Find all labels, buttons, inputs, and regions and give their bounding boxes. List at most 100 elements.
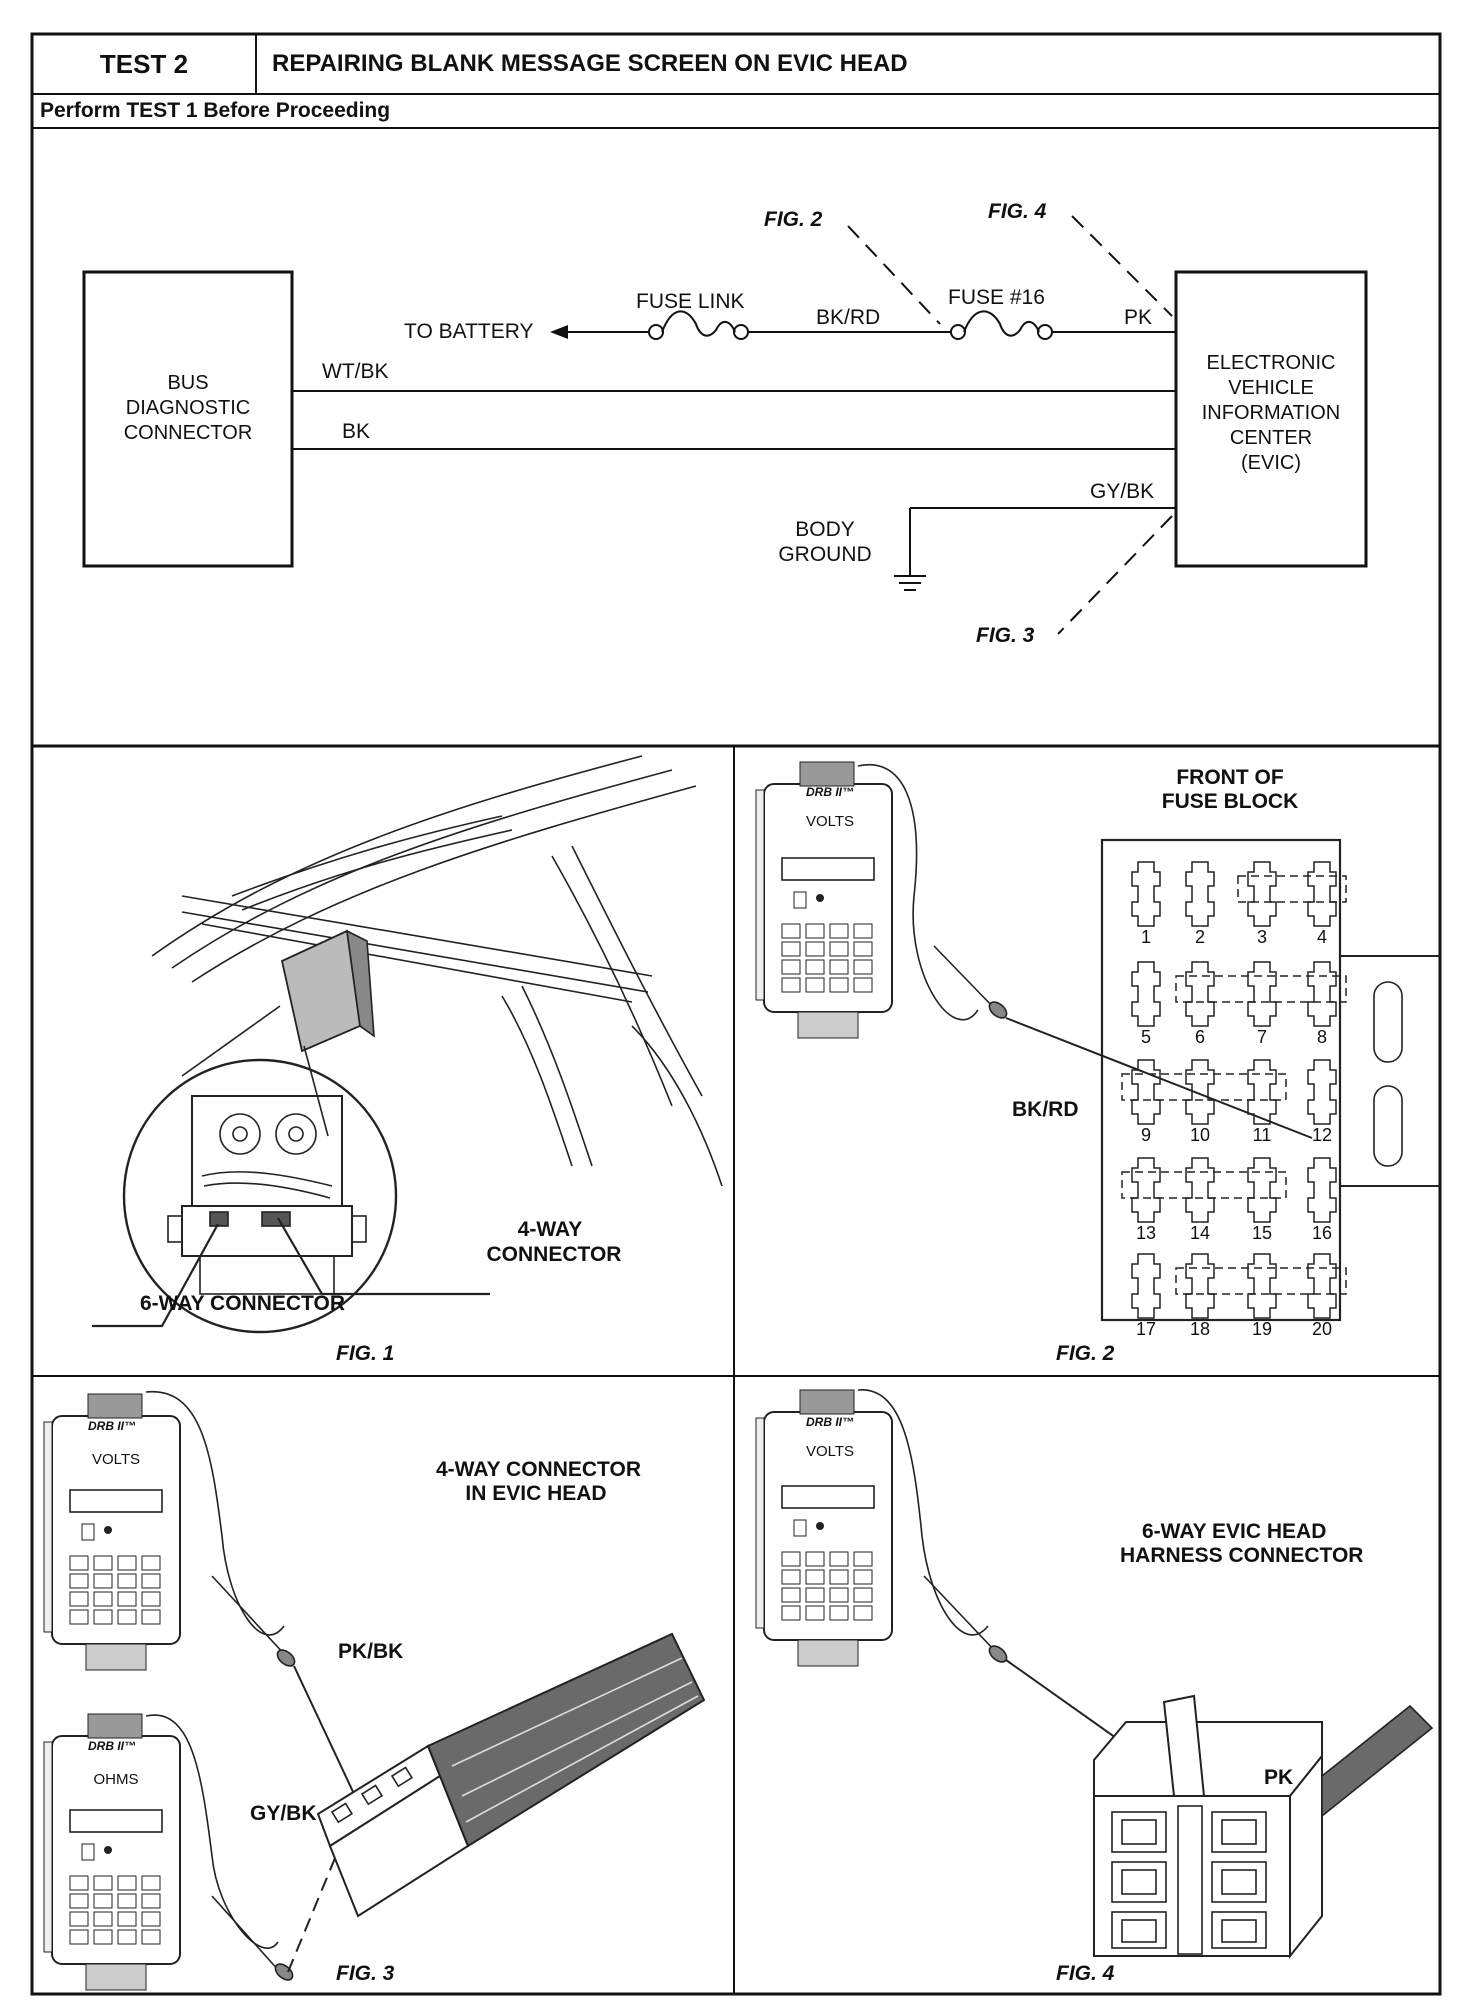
fuse-cavity-7: [1247, 961, 1277, 1027]
wire-wt-bk-label: WT/BK: [322, 360, 389, 383]
fig4-title-line-1: 6-WAY EVIC HEAD: [1142, 1520, 1327, 1543]
fuse-cavity-1: [1131, 861, 1161, 927]
fuse-number-10: 10: [1189, 1125, 1211, 1145]
fuse-number-9: 9: [1140, 1125, 1151, 1145]
wiring-schematic: [82, 215, 1368, 635]
fig1-dashboard-illustration: [92, 755, 723, 1334]
fuse-number-20: 20: [1311, 1319, 1333, 1339]
fig3-title-line-1: 4-WAY CONNECTOR: [436, 1458, 641, 1481]
fuse-cavity-16: [1307, 1157, 1337, 1223]
fuse-number-4: 4: [1316, 927, 1327, 947]
fuse-number-5: 5: [1140, 1027, 1151, 1047]
fuse-link-label: FUSE LINK: [636, 290, 745, 313]
fig3-wire-gy-bk: GY/BK: [250, 1802, 317, 1825]
fuse-cavity-19: [1247, 1253, 1277, 1319]
fig2-title-line-1: FRONT OF: [1176, 766, 1284, 789]
fuse-bridge: [1175, 1267, 1347, 1295]
bus-label-line-1: BUS: [167, 372, 209, 394]
fig4-meter-mode: VOLTS: [805, 1443, 855, 1460]
fig4-caption: FIG. 4: [1056, 1962, 1115, 1985]
fuse-number-3: 3: [1256, 927, 1267, 947]
wire-pk-label: PK: [1124, 306, 1153, 329]
fig3-title-line-2: IN EVIC HEAD: [465, 1482, 607, 1505]
page-title: REPAIRING BLANK MESSAGE SCREEN ON EVIC H…: [272, 50, 908, 77]
fuse-number-8: 8: [1316, 1027, 1327, 1047]
fuse-number-1: 1: [1140, 927, 1151, 947]
fig4-wire-pk: PK: [1264, 1766, 1294, 1789]
fuse-number-6: 6: [1194, 1027, 1205, 1047]
wire-bk-rd-label: BK/RD: [816, 306, 881, 329]
fig2-wire-label: BK/RD: [1012, 1098, 1079, 1121]
evic-label-line-2: VEHICLE: [1228, 377, 1314, 399]
fuse-number-17: 17: [1135, 1319, 1157, 1339]
fig2-fuse-block-illustration: [755, 761, 1440, 1322]
fuse-number-18: 18: [1189, 1319, 1211, 1339]
bus-diagnostic-connector-box: [82, 270, 294, 568]
fig4-title-line-2: HARNESS CONNECTOR: [1120, 1544, 1364, 1567]
fuse-number-12: 12: [1311, 1125, 1333, 1145]
fuse-cavity-5: [1131, 961, 1161, 1027]
test-label: TEST 2: [99, 48, 189, 79]
bus-label-line-2: DIAGNOSTIC: [125, 397, 251, 419]
fuse-bridge: [1175, 975, 1347, 1003]
fuse-cavity-12: [1307, 1059, 1337, 1125]
fuse-number-19: 19: [1251, 1319, 1273, 1339]
evic-label-line-4: CENTER: [1229, 427, 1313, 449]
fig1-caption: FIG. 1: [336, 1342, 395, 1365]
callout-fig-4: FIG. 4: [988, 200, 1047, 223]
fuse-cavity-3: [1247, 861, 1277, 927]
wire-bk-label: BK: [342, 420, 371, 443]
fuse-number-16: 16: [1311, 1223, 1333, 1243]
evic-label-line-3: INFORMATION: [1201, 402, 1341, 424]
fuse-number-13: 13: [1135, 1223, 1157, 1243]
fuse-bridge: [1121, 1171, 1287, 1199]
fig4-meter-brand: DRB II™: [806, 1415, 854, 1429]
fuse-bridge: [1237, 875, 1347, 903]
callout-fig-2: FIG. 2: [764, 208, 823, 231]
fuse-number-11: 11: [1252, 1125, 1272, 1145]
fig3-caption: FIG. 3: [336, 1962, 395, 1985]
fuse-number-15: 15: [1251, 1223, 1273, 1243]
fig1-four-way-line-1: 4-WAY: [517, 1218, 583, 1241]
fig2-caption: FIG. 2: [1056, 1342, 1115, 1365]
fig3-meter-top-mode: VOLTS: [91, 1451, 141, 1468]
fig1-six-way-label: 6-WAY CONNECTOR: [140, 1292, 345, 1315]
fig4-harness-connector-illustration: [755, 1389, 1434, 1959]
fuse-cavity-9: [1131, 1059, 1161, 1125]
evic-label-line-1: ELECTRONIC: [1206, 352, 1336, 374]
fig3-meter-top-brand: DRB II™: [88, 1419, 136, 1433]
fuse-16-label: FUSE #16: [948, 286, 1045, 309]
body-ground-line-2: GROUND: [778, 543, 872, 566]
fuse-cavity-17: [1131, 1253, 1161, 1319]
fuse-cavity-15: [1247, 1157, 1277, 1223]
bus-label-line-3: CONNECTOR: [123, 422, 253, 444]
fig2-meter-mode: VOLTS: [805, 813, 855, 830]
fig3-connector-illustration: [43, 1390, 706, 1991]
callout-fig-3: FIG. 3: [976, 624, 1035, 647]
fuse-cavity-2: [1185, 861, 1215, 927]
fuse-bridge: [1121, 1073, 1287, 1101]
fuse-number-7: 7: [1256, 1027, 1267, 1047]
body-ground-line-1: BODY: [795, 518, 855, 541]
fuse-cavity-11: [1247, 1059, 1277, 1125]
wire-gy-bk-label: GY/BK: [1090, 480, 1155, 503]
fuse-cavity-6: [1185, 961, 1215, 1027]
fig1-four-way-line-2: CONNECTOR: [486, 1243, 622, 1266]
fig2-meter-brand: DRB II™: [806, 785, 854, 799]
fig3-meter-bottom-mode: OHMS: [93, 1771, 139, 1788]
fig3-meter-bottom-brand: DRB II™: [88, 1739, 136, 1753]
fuse-cells: [1121, 861, 1347, 1319]
fig2-title-line-2: FUSE BLOCK: [1161, 790, 1299, 813]
evic-label-line-5: (EVIC): [1241, 452, 1301, 474]
fig3-wire-pk-bk: PK/BK: [338, 1640, 404, 1663]
page-subtitle: Perform TEST 1 Before Proceeding: [40, 99, 391, 122]
fuse-cavity-13: [1131, 1157, 1161, 1223]
fuse-number-2: 2: [1194, 927, 1205, 947]
evic-box: [1174, 270, 1368, 568]
fuse-number-14: 14: [1189, 1223, 1211, 1243]
fuse-cavity-18: [1185, 1253, 1215, 1319]
to-battery-label: TO BATTERY: [404, 320, 534, 343]
